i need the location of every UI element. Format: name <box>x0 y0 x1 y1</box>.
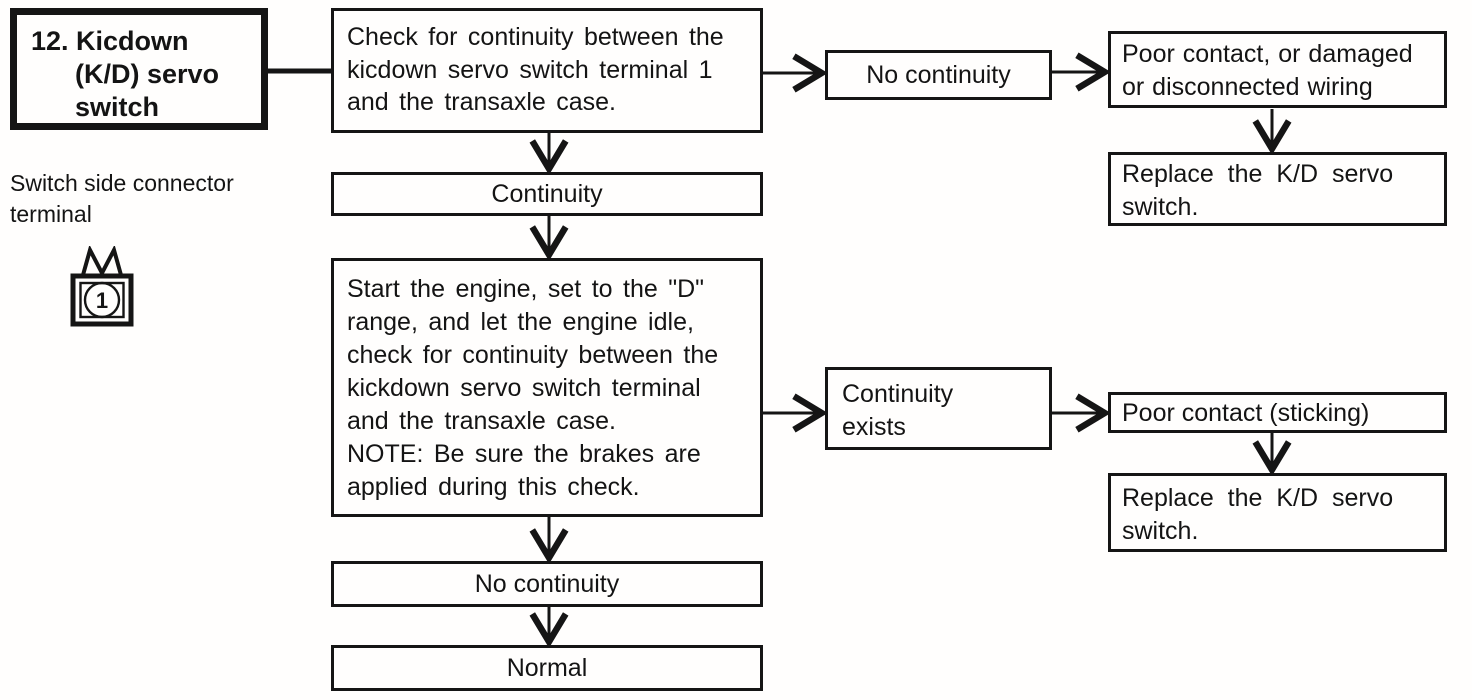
result-continuity-box: Continuity <box>331 172 763 216</box>
check-continuity-text: Check for continuity between the kicdown… <box>347 23 724 116</box>
cause-poor-contact-wiring-box: Poor contact, or damaged or disconnected… <box>1108 31 1447 108</box>
result-continuity-label: Continuity <box>491 179 603 208</box>
action-replace-bottom-box: Replace the K/D servo switch. <box>1108 473 1447 552</box>
check-engine-idle-box: Start the engine, set to the "D" range, … <box>331 258 763 517</box>
check-engine-idle-text: Start the engine, set to the "D" range, … <box>347 275 719 501</box>
connector-outer-housing <box>70 273 134 327</box>
connector-lock-tab <box>81 246 123 278</box>
cause-poor-contact-wiring-text: Poor contact, or damaged or disconnected… <box>1122 40 1413 101</box>
result-no-continuity-top-label: No continuity <box>866 60 1011 89</box>
result-continuity-exists-box: Continuity exists <box>825 367 1052 450</box>
connector-terminal-icon: 1 <box>70 246 134 327</box>
terminal-pin-circle <box>83 281 121 319</box>
step-title: 12. Kicdown (K/D) servo switch <box>31 26 220 122</box>
result-normal-box: Normal <box>331 645 763 691</box>
action-replace-top-box: Replace the K/D servo switch. <box>1108 152 1447 226</box>
cause-poor-contact-sticking-box: Poor contact (sticking) <box>1108 392 1447 433</box>
result-no-continuity-bottom-box: No continuity <box>331 561 763 607</box>
action-replace-top-text: Replace the K/D servo switch. <box>1122 160 1394 221</box>
terminal-pin-number: 1 <box>96 288 108 313</box>
result-no-continuity-bottom-label: No continuity <box>474 569 620 598</box>
result-continuity-exists-label: Continuity exists <box>842 380 954 441</box>
step-title-box: 12. Kicdown (K/D) servo switch <box>10 8 268 130</box>
result-normal-label: Normal <box>506 653 588 682</box>
connector-terminal-label: Switch side connector terminal <box>10 170 234 227</box>
action-replace-bottom-text: Replace the K/D servo switch. <box>1122 484 1394 545</box>
cause-poor-contact-sticking-label: Poor contact (sticking) <box>1122 399 1370 427</box>
check-continuity-box: Check for continuity between the kicdown… <box>331 8 763 133</box>
result-no-continuity-top-box: No continuity <box>825 50 1052 100</box>
